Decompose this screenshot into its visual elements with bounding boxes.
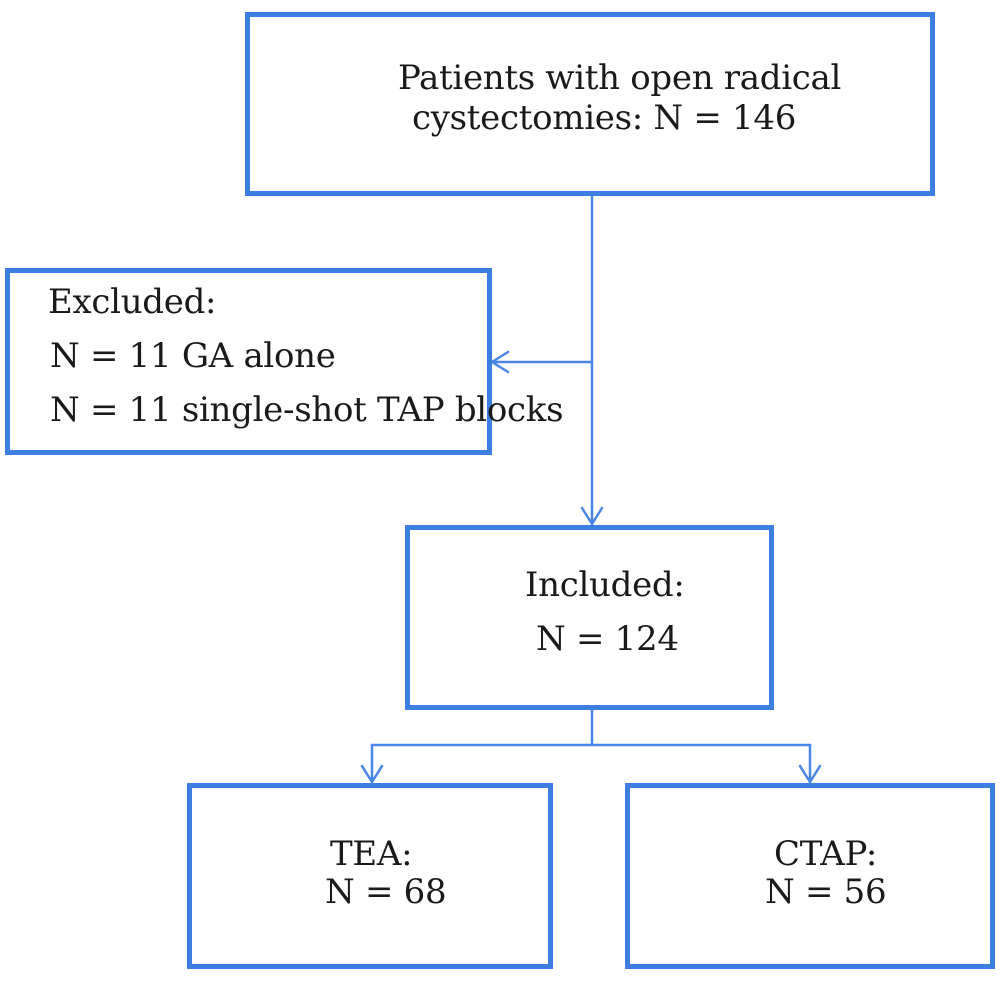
excluded-item-tap-blocks: N = 11 single-shot TAP blocks [50, 390, 564, 430]
excluded-box [5, 268, 492, 455]
patients-box-line1: Patients with open radical [398, 58, 842, 98]
tea-count: N = 68 [325, 872, 447, 912]
arrow-head-included [580, 506, 604, 526]
tea-box [187, 783, 553, 969]
arrow-head-ctap [798, 764, 822, 784]
patients-box-line2: cystectomies: N = 146 [412, 98, 797, 138]
included-box [405, 525, 774, 710]
ctap-count: N = 56 [765, 872, 887, 912]
ctap-title: CTAP: [774, 834, 878, 874]
excluded-item-ga-alone: N = 11 GA alone [50, 336, 336, 376]
patients-box [245, 12, 935, 196]
arrow-head-tea [360, 764, 384, 784]
ctap-box [625, 783, 995, 969]
included-count: N = 124 [536, 619, 679, 659]
excluded-title: Excluded: [48, 282, 217, 322]
arrow-head-excluded [490, 350, 510, 374]
tea-title: TEA: [330, 834, 413, 874]
included-title: Included: [525, 565, 685, 605]
